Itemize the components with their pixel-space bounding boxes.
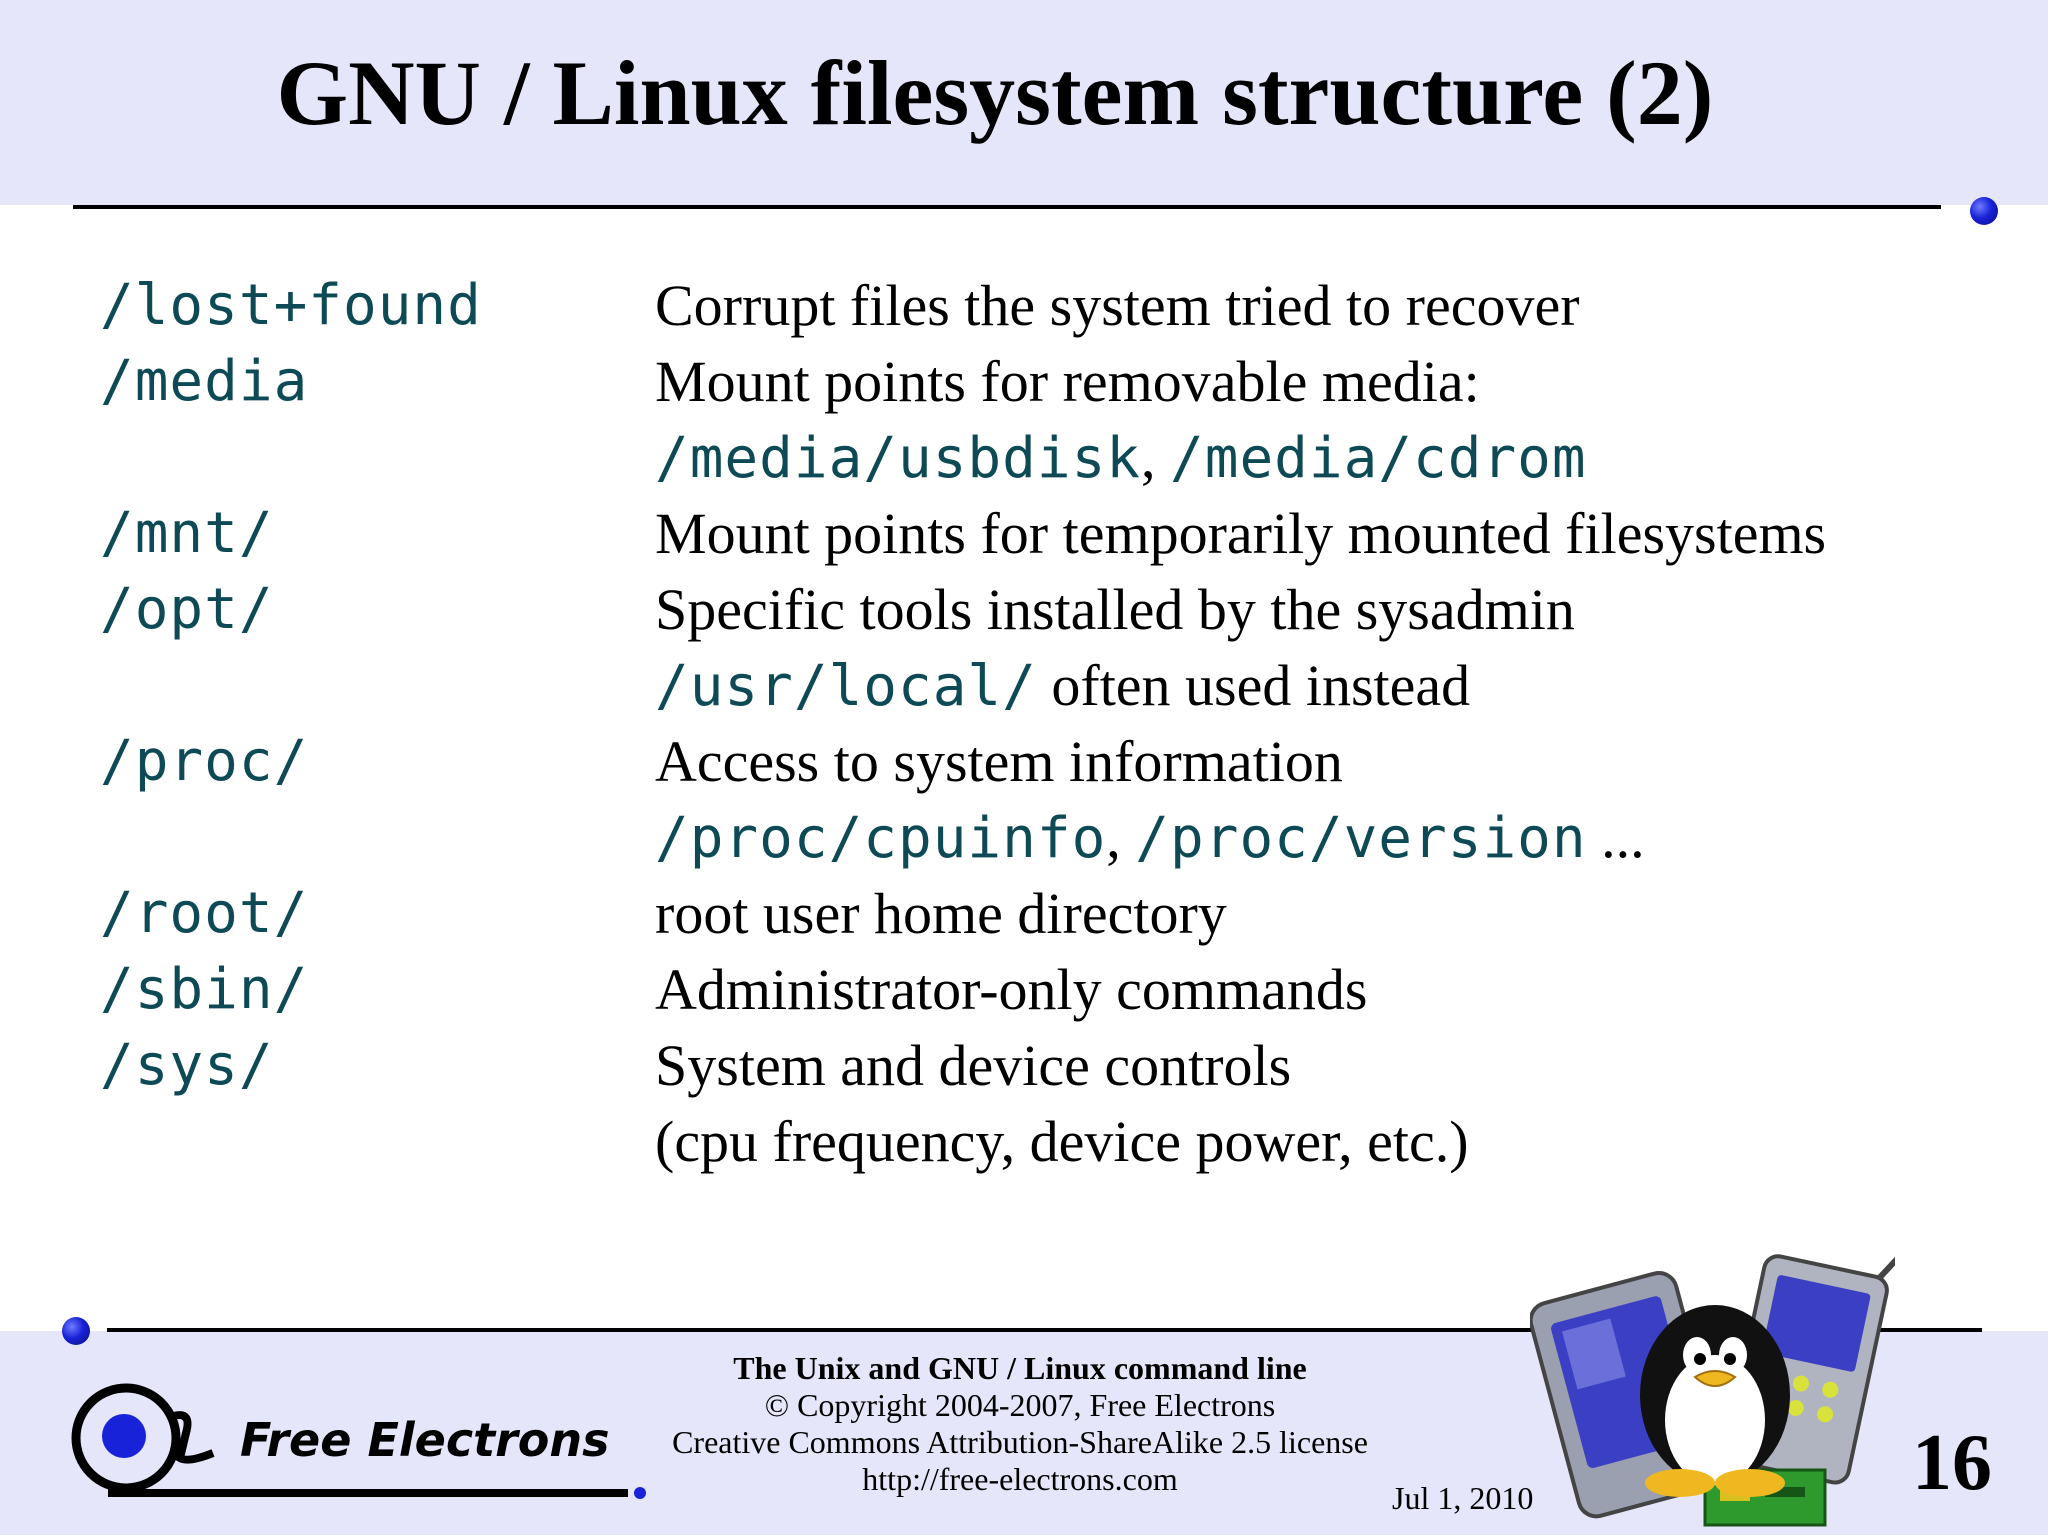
entry-desc: Access to system information xyxy=(655,729,1343,794)
course-title: The Unix and GNU / Linux command line xyxy=(733,1350,1307,1386)
page-number: 16 xyxy=(1912,1419,1992,1507)
list-item: /lost+found Corrupt files the system tri… xyxy=(0,268,2048,344)
list-item: /opt/ Specific tools installed by the sy… xyxy=(0,572,2048,648)
entry-dir: /sys/ xyxy=(100,1033,274,1098)
logo-text: Free Electrons xyxy=(240,1413,610,1467)
copyright-text: © Copyright 2004-2007, Free Electrons xyxy=(764,1387,1276,1423)
list-item: /sys/ System and device controls xyxy=(0,1028,2048,1104)
slide-title: GNU / Linux filesystem structure (2) xyxy=(276,42,1714,144)
list-item: /sbin/ Administrator-only commands xyxy=(0,952,2048,1028)
list-item: /root/ root user home directory xyxy=(0,876,2048,952)
desc-text: ... xyxy=(1586,805,1645,870)
entry-dir: /opt/ xyxy=(100,577,274,642)
header-band xyxy=(0,0,2048,205)
list-item: /proc/cpuinfo, /proc/version ... xyxy=(0,800,2048,876)
license-text: Creative Commons Attribution-ShareAlike … xyxy=(672,1424,1368,1460)
entry-dir: /media xyxy=(100,349,309,414)
list-item: /proc/ Access to system information xyxy=(0,724,2048,800)
bullet-dot-icon xyxy=(62,1317,90,1345)
entry-desc: System and device controls xyxy=(655,1033,1292,1098)
entry-desc: Mount points for temporarily mounted fil… xyxy=(655,501,1827,566)
desc-text: often used instead xyxy=(1036,653,1471,718)
list-item: /usr/local/ often used instead xyxy=(0,648,2048,724)
list-item: (cpu frequency, device power, etc.) xyxy=(0,1104,2048,1180)
entry-desc: Specific tools installed by the sysadmin xyxy=(655,577,1575,642)
path-text: /media/cdrom xyxy=(1170,426,1587,491)
separator-text: , xyxy=(1106,805,1136,870)
tux-devices-illustration xyxy=(1530,1254,1895,1527)
entry-desc: Administrator-only commands xyxy=(655,957,1368,1022)
entry-desc-continuation: /media/usbdisk, /media/cdrom xyxy=(655,420,1587,497)
list-item: /mnt/ Mount points for temporarily mount… xyxy=(0,496,2048,572)
path-text: /proc/cpuinfo xyxy=(655,806,1107,871)
url-text: http://free-electrons.com xyxy=(862,1461,1178,1497)
entries-list: /lost+found Corrupt files the system tri… xyxy=(0,268,2048,1180)
entry-dir: /proc/ xyxy=(100,729,309,794)
entry-desc-continuation: (cpu frequency, device power, etc.) xyxy=(655,1109,1469,1174)
entry-dir: /lost+found xyxy=(100,273,482,338)
list-item: /media/usbdisk, /media/cdrom xyxy=(0,420,2048,496)
entry-desc-continuation: /usr/local/ often used instead xyxy=(655,648,1470,725)
entry-desc: Corrupt files the system tried to recove… xyxy=(655,273,1580,338)
footer-rule xyxy=(107,1328,1982,1332)
footer-info: The Unix and GNU / Linux command line © … xyxy=(620,1350,1420,1498)
path-text: /proc/version xyxy=(1135,806,1587,871)
free-electrons-logo-icon xyxy=(71,1383,646,1499)
bullet-dot-icon xyxy=(1970,197,1998,225)
entry-desc: Mount points for removable media: xyxy=(655,349,1480,414)
entry-dir: /mnt/ xyxy=(100,501,274,566)
path-text: /media/usbdisk xyxy=(655,426,1142,491)
entry-desc-continuation: /proc/cpuinfo, /proc/version ... xyxy=(655,800,1645,877)
path-text: /usr/local/ xyxy=(655,654,1037,719)
slide-date: Jul 1, 2010 xyxy=(1392,1480,1534,1516)
entry-dir: /root/ xyxy=(100,881,309,946)
list-item: /media Mount points for removable media: xyxy=(0,344,2048,420)
header-rule xyxy=(73,205,1941,209)
separator-text: , xyxy=(1141,425,1171,490)
entry-dir: /sbin/ xyxy=(100,957,309,1022)
entry-desc: root user home directory xyxy=(655,881,1227,946)
